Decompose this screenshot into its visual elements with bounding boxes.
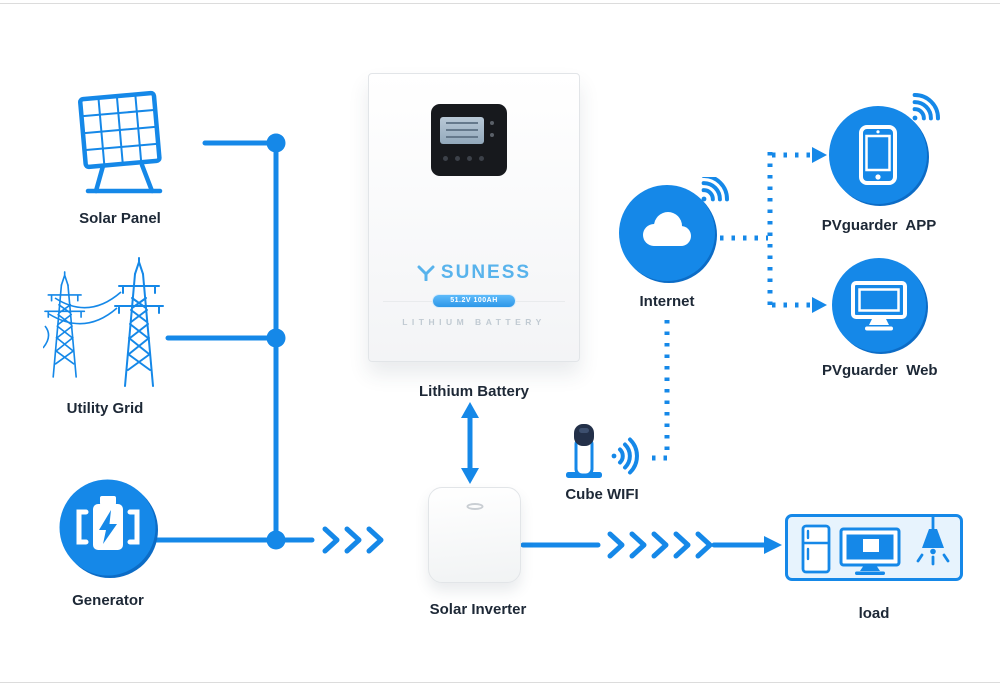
junction-dot-solar: [266, 133, 286, 153]
cloud-icon: [643, 212, 691, 246]
solar-panel-label: Solar Panel: [79, 210, 161, 227]
dotted-internet-cubewifi: [646, 320, 670, 461]
junction-dot-grid: [266, 328, 286, 348]
solar-inverter-label: Solar Inverter: [429, 601, 527, 618]
generator-icon: [59, 479, 158, 578]
chevron-arrows: [322, 526, 713, 559]
battery-button: [490, 133, 494, 137]
internet-cloud-icon: [619, 177, 732, 283]
arrowhead-web: [812, 297, 827, 313]
lithium-battery-label: Lithium Battery: [418, 383, 529, 400]
node-generator: Generator: [50, 478, 166, 609]
lightning-bolt-icon: [99, 510, 117, 544]
node-pvguarder-web: PVguarder Web: [822, 256, 938, 379]
utility-grid-icon: [42, 257, 164, 387]
suness-logo-icon: [417, 265, 435, 281]
arrowhead-load: [764, 536, 782, 554]
junction-dot-generator: [266, 530, 286, 550]
bottom-border-line: [0, 682, 1000, 683]
battery-subtitle: LITHIUM BATTERY: [402, 317, 546, 327]
load-box: [785, 514, 963, 581]
arrowhead-down-inverter: [461, 468, 479, 484]
lithium-battery-product: SUNESS 51.2V 100AH LITHIUM BATTERY: [368, 73, 580, 362]
node-utility-grid: Utility Grid: [40, 256, 170, 417]
battery-lcd-screen: [440, 117, 484, 144]
pvguarder-app-label: PVguarder APP: [821, 217, 937, 234]
arrowhead-up-battery: [461, 402, 479, 418]
cube-wifi-label: Cube WIFI: [565, 486, 639, 503]
monitor-icon: [832, 258, 928, 354]
node-solar-panel: Solar Panel: [45, 88, 195, 227]
inverter-indicator: [466, 503, 483, 510]
load-label: load: [858, 605, 890, 622]
arrowhead-app: [812, 147, 827, 163]
node-cube-wifi: Cube WIFI: [562, 420, 642, 503]
node-pvguarder-app: PVguarder APP: [813, 93, 945, 234]
battery-control-panel: [431, 104, 507, 176]
top-border-line: [0, 3, 1000, 4]
tv-icon: [839, 527, 901, 575]
pvguarder-web-label: PVguarder Web: [822, 362, 938, 379]
battery-brand: SUNESS: [369, 262, 579, 284]
internet-label: Internet: [639, 293, 695, 310]
node-internet: Internet: [602, 177, 732, 310]
dotted-links: [646, 152, 810, 461]
smartphone-icon: [829, 93, 945, 206]
lamp-icon: [916, 517, 950, 566]
cube-wifi-icon: [566, 424, 639, 478]
utility-grid-label: Utility Grid: [66, 400, 144, 417]
battery-spec-badge: 51.2V 100AH: [433, 295, 515, 307]
battery-button-row: [443, 156, 484, 161]
fridge-icon: [801, 524, 831, 574]
generator-label: Generator: [72, 592, 144, 609]
solar-panel-icon: [78, 90, 163, 194]
battery-brand-text: SUNESS: [440, 262, 532, 283]
battery-button: [490, 121, 494, 125]
solar-inverter-product: [428, 487, 521, 583]
